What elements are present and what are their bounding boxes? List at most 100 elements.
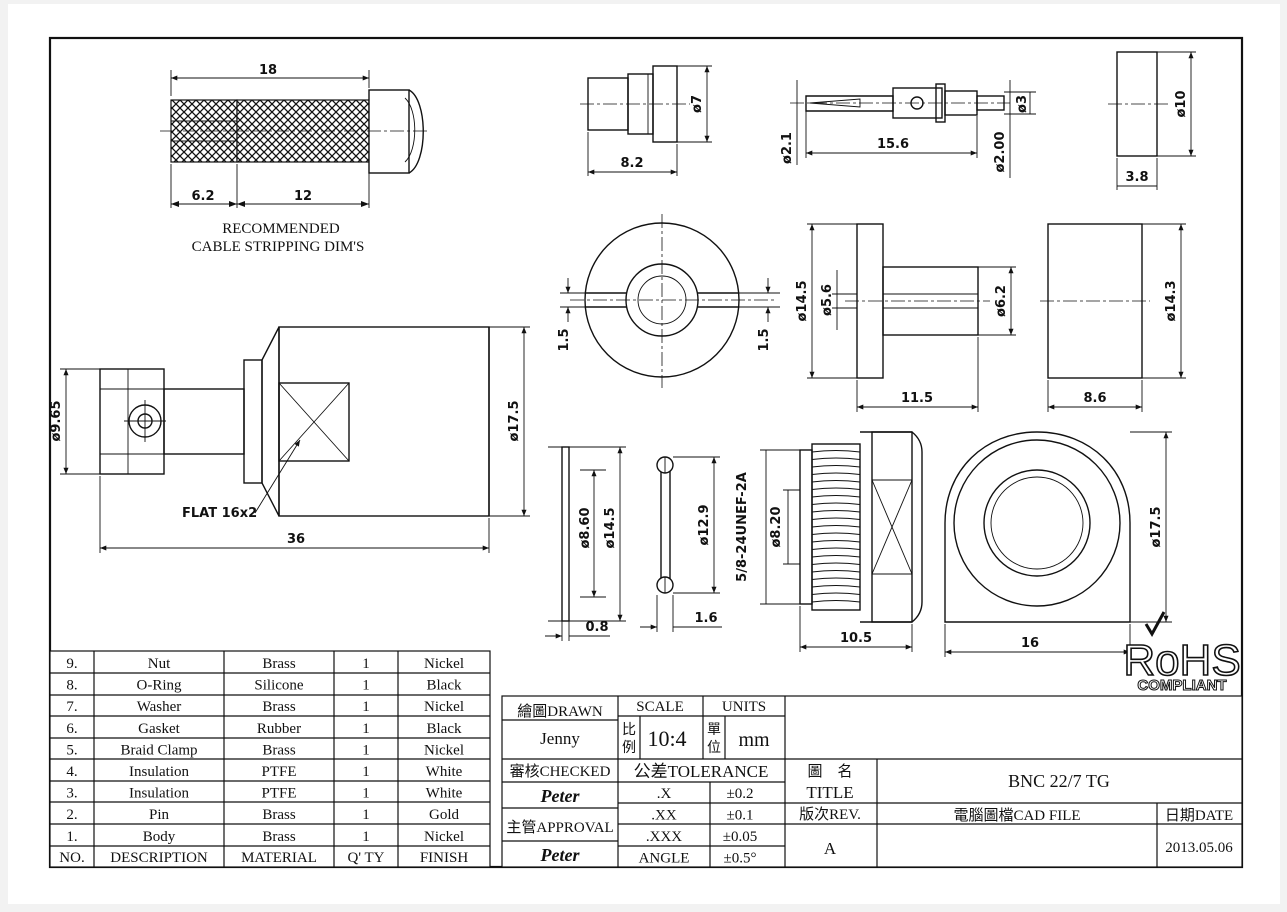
thread-line xyxy=(811,532,861,535)
svg-text:NO.: NO. xyxy=(59,850,84,866)
body-flat-note: FLAT 16x2 xyxy=(182,506,257,521)
bom-cell: 6. xyxy=(66,721,77,737)
bom-cell: Black xyxy=(427,678,462,694)
title-value: BNC 22/7 TG xyxy=(1008,771,1110,791)
bom-cell: 1 xyxy=(362,721,370,737)
bom-cell: 5. xyxy=(66,742,77,758)
bom-cell: O-Ring xyxy=(137,678,183,694)
bom-cell: 9. xyxy=(66,656,77,672)
units-value: mm xyxy=(738,729,770,751)
rev-label: 版次REV. xyxy=(799,806,861,823)
thread-line xyxy=(811,487,861,490)
thread-line xyxy=(811,547,861,550)
clamp-side-d1: ø14.5 xyxy=(795,280,810,321)
bom-cell: 1 xyxy=(362,656,370,672)
tolerance-value: ±0.5° xyxy=(724,851,757,867)
nut-front-dia: ø17.5 xyxy=(1149,506,1164,547)
gasket-d1: ø8.60 xyxy=(578,507,593,548)
units-cn-char: 位 xyxy=(707,740,721,756)
thread-line xyxy=(811,517,861,520)
bom-cell: Nickel xyxy=(424,829,464,845)
thread-line xyxy=(811,457,861,460)
pin-d3: ø3 xyxy=(1015,95,1030,113)
bom-cell: Black xyxy=(427,721,462,737)
washer-small-view: ø10 3.8 xyxy=(1108,51,1196,190)
approval-by: Peter xyxy=(540,845,581,865)
bom-cell: Brass xyxy=(262,699,295,715)
bom-cell: Washer xyxy=(137,699,182,715)
thread-line xyxy=(811,472,861,475)
nut-d: ø8.20 xyxy=(769,506,784,547)
title-label: TITLE xyxy=(806,783,853,802)
bom-cell: 1 xyxy=(362,829,370,845)
svg-text:COMPLIANT: COMPLIANT xyxy=(1137,677,1226,694)
bom-cell: 1 xyxy=(362,807,370,823)
clamp-gap-left: 1.5 xyxy=(557,328,572,351)
pin-view: 15.6 ø2.1 ø2.00 ø3 xyxy=(780,80,1036,178)
nut-len: 10.5 xyxy=(840,631,872,646)
scale-label: SCALE xyxy=(636,699,684,715)
units-cn-label: 單位 xyxy=(707,723,721,756)
tolerance-grade: .XXX xyxy=(646,829,682,845)
approval-label: 主管APPROVAL xyxy=(506,819,613,836)
oring-t: 1.6 xyxy=(694,611,717,626)
bom-cell: 4. xyxy=(66,764,77,780)
svg-text:Q' TY: Q' TY xyxy=(347,850,384,866)
drawn-label: 繪圖DRAWN xyxy=(517,702,603,720)
scale-cn-label: 比例 xyxy=(622,722,636,756)
tolerance-grade: .XX xyxy=(651,808,677,824)
pin-small-view: ø7 8.2 xyxy=(580,65,712,176)
gasket-view: ø8.60 ø14.5 0.8 xyxy=(545,446,626,641)
tolerance-value: ±0.1 xyxy=(727,808,754,824)
clamp-gap-right: 1.5 xyxy=(757,328,772,351)
drawn-by: Jenny xyxy=(540,729,580,748)
bom-cell: Insulation xyxy=(129,786,189,802)
title-block: 繪圖DRAWN Jenny 審核CHECKED Peter 主管APPROVAL… xyxy=(501,695,1243,868)
bom-cell: Brass xyxy=(262,742,295,758)
washer-small-dia: ø10 xyxy=(1174,90,1189,117)
tolerance-grade: ANGLE xyxy=(639,851,690,867)
tolerance-value: ±0.05 xyxy=(723,829,757,845)
checked-label: 審核CHECKED xyxy=(510,763,611,780)
scale-cn-char: 比 xyxy=(622,722,636,738)
strip-note-2: CABLE STRIPPING DIM'S xyxy=(192,239,365,255)
strip-note-1: RECOMMENDED xyxy=(222,221,340,237)
thread-line xyxy=(811,450,861,453)
pin-d1: ø2.1 xyxy=(780,132,795,164)
bom-cell: Nut xyxy=(148,656,171,672)
oring-dia: ø12.9 xyxy=(697,504,712,545)
cad-file-label: 電腦圖檔CAD FILE xyxy=(953,807,1080,824)
braid-clamp-side-view: ø14.5 ø5.6 ø6.2 11.5 xyxy=(795,223,1016,412)
thread-line xyxy=(811,480,861,483)
scale-cn-char: 例 xyxy=(622,740,636,756)
body-d-right: ø17.5 xyxy=(507,400,522,441)
gasket-d2: ø14.5 xyxy=(603,507,618,548)
cable-stripping-view: 18 6.2 12 RECOMMENDED CABLE STRIPPING DI… xyxy=(160,63,428,255)
braid-clamp-front-view: 1.5 1.5 xyxy=(557,214,780,388)
units-cn-char: 單 xyxy=(707,723,721,738)
tolerance-label: 公差TOLERANCE xyxy=(634,762,769,781)
pin-small-len: 8.2 xyxy=(620,156,643,171)
tolerance-value: ±0.2 xyxy=(727,786,754,802)
insulation-view: ø14.3 8.6 xyxy=(1040,223,1186,412)
gasket-t: 0.8 xyxy=(585,620,608,635)
bom-cell: 3. xyxy=(66,786,77,802)
bom-cell: 7. xyxy=(66,699,77,715)
strip-total-dim: 18 xyxy=(259,63,277,78)
checked-by: Peter xyxy=(540,786,581,806)
thread-line xyxy=(811,495,861,498)
bom-cell: Insulation xyxy=(129,764,189,780)
bom-cell: Braid Clamp xyxy=(120,742,197,758)
bom-cell: 1 xyxy=(362,742,370,758)
body-view: ø9.65 ø17.5 FLAT 16x2 36 xyxy=(49,326,530,553)
bom-cell: Gold xyxy=(429,807,460,823)
pin-len: 15.6 xyxy=(877,137,909,152)
bom-cell: Body xyxy=(143,829,176,845)
bom-cell: PTFE xyxy=(261,764,296,780)
body-len: 36 xyxy=(287,532,305,547)
nut-thread-lines xyxy=(811,450,861,603)
bom-cell: White xyxy=(426,764,463,780)
scale-value: 10:4 xyxy=(647,726,686,751)
bom-cell: Gasket xyxy=(138,721,180,737)
